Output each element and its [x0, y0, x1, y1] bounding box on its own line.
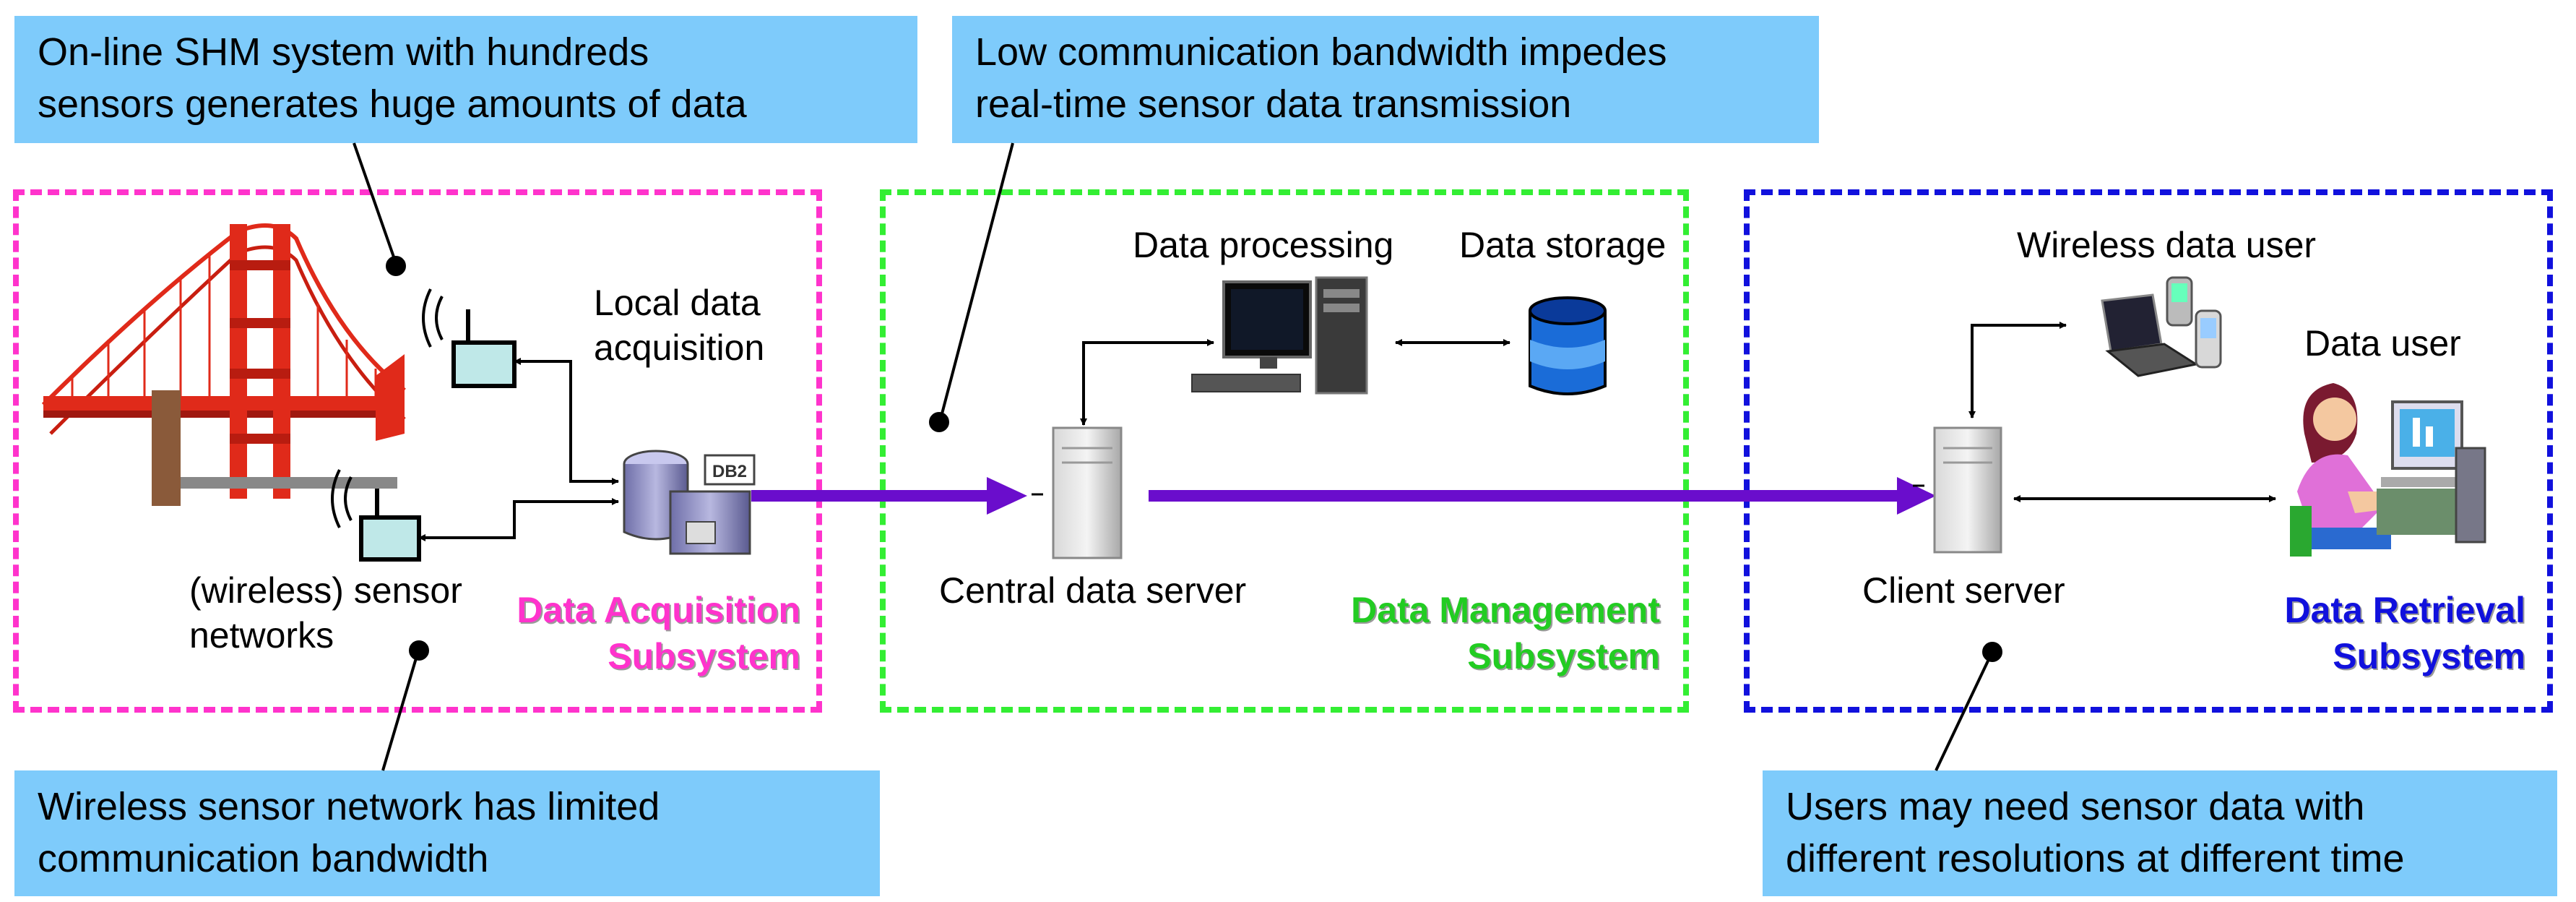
local-acquisition-label: Local data acquisition [594, 283, 765, 368]
subsystem-acquisition-frame [13, 189, 822, 713]
wireless-user-label: Wireless data user [2017, 225, 2317, 265]
client-server-icon [1913, 426, 2002, 554]
callout-bandwidth: Low communication bandwidth impedes real… [952, 16, 1819, 143]
processing-to-server-link [1080, 339, 1214, 426]
central-server-label: Central data server [939, 570, 1247, 611]
subsystem-retrieval-frame [1744, 189, 2553, 713]
data-processing-label: Data processing [1133, 225, 1394, 265]
sensor-to-acquisition-links [418, 358, 619, 541]
client-server-label: Client server [1862, 570, 2065, 611]
client-to-wireless-link [1968, 322, 2067, 418]
callout-pointers [353, 142, 2002, 771]
data-user-label: Data user [2304, 323, 2461, 364]
data-storage-label: Data storage [1459, 225, 1667, 265]
data-flow-arrows [751, 477, 1936, 515]
subsystem-management-frame [880, 189, 1689, 713]
callout-wireless-network: Wireless sensor network has limited comm… [14, 770, 880, 896]
management-subsystem-title: Data Management Subsystem [1351, 590, 1660, 676]
callout-resolution: Users may need sensor data with differen… [1763, 770, 2557, 896]
laptop-phone-icon [2101, 276, 2222, 377]
database-server-icon: DB2 [623, 450, 756, 555]
callout-shm-data: On-line SHM system with hundreds sensors… [14, 16, 917, 143]
person-at-computer-icon [2290, 383, 2486, 557]
sensor-networks-label: (wireless) sensor networks [189, 570, 462, 656]
tower-server-icon [1032, 426, 1123, 559]
db2-badge: DB2 [712, 462, 747, 481]
desktop-computer-icon [1191, 276, 1368, 395]
wireless-sensor-icon [422, 288, 517, 388]
bridge-icon [41, 223, 406, 506]
acquisition-subsystem-title: Data Acquisition Subsystem [517, 590, 800, 676]
data-storage-icon [1529, 296, 1607, 395]
retrieval-subsystem-title: Data Retrieval Subsystem [2284, 590, 2526, 676]
